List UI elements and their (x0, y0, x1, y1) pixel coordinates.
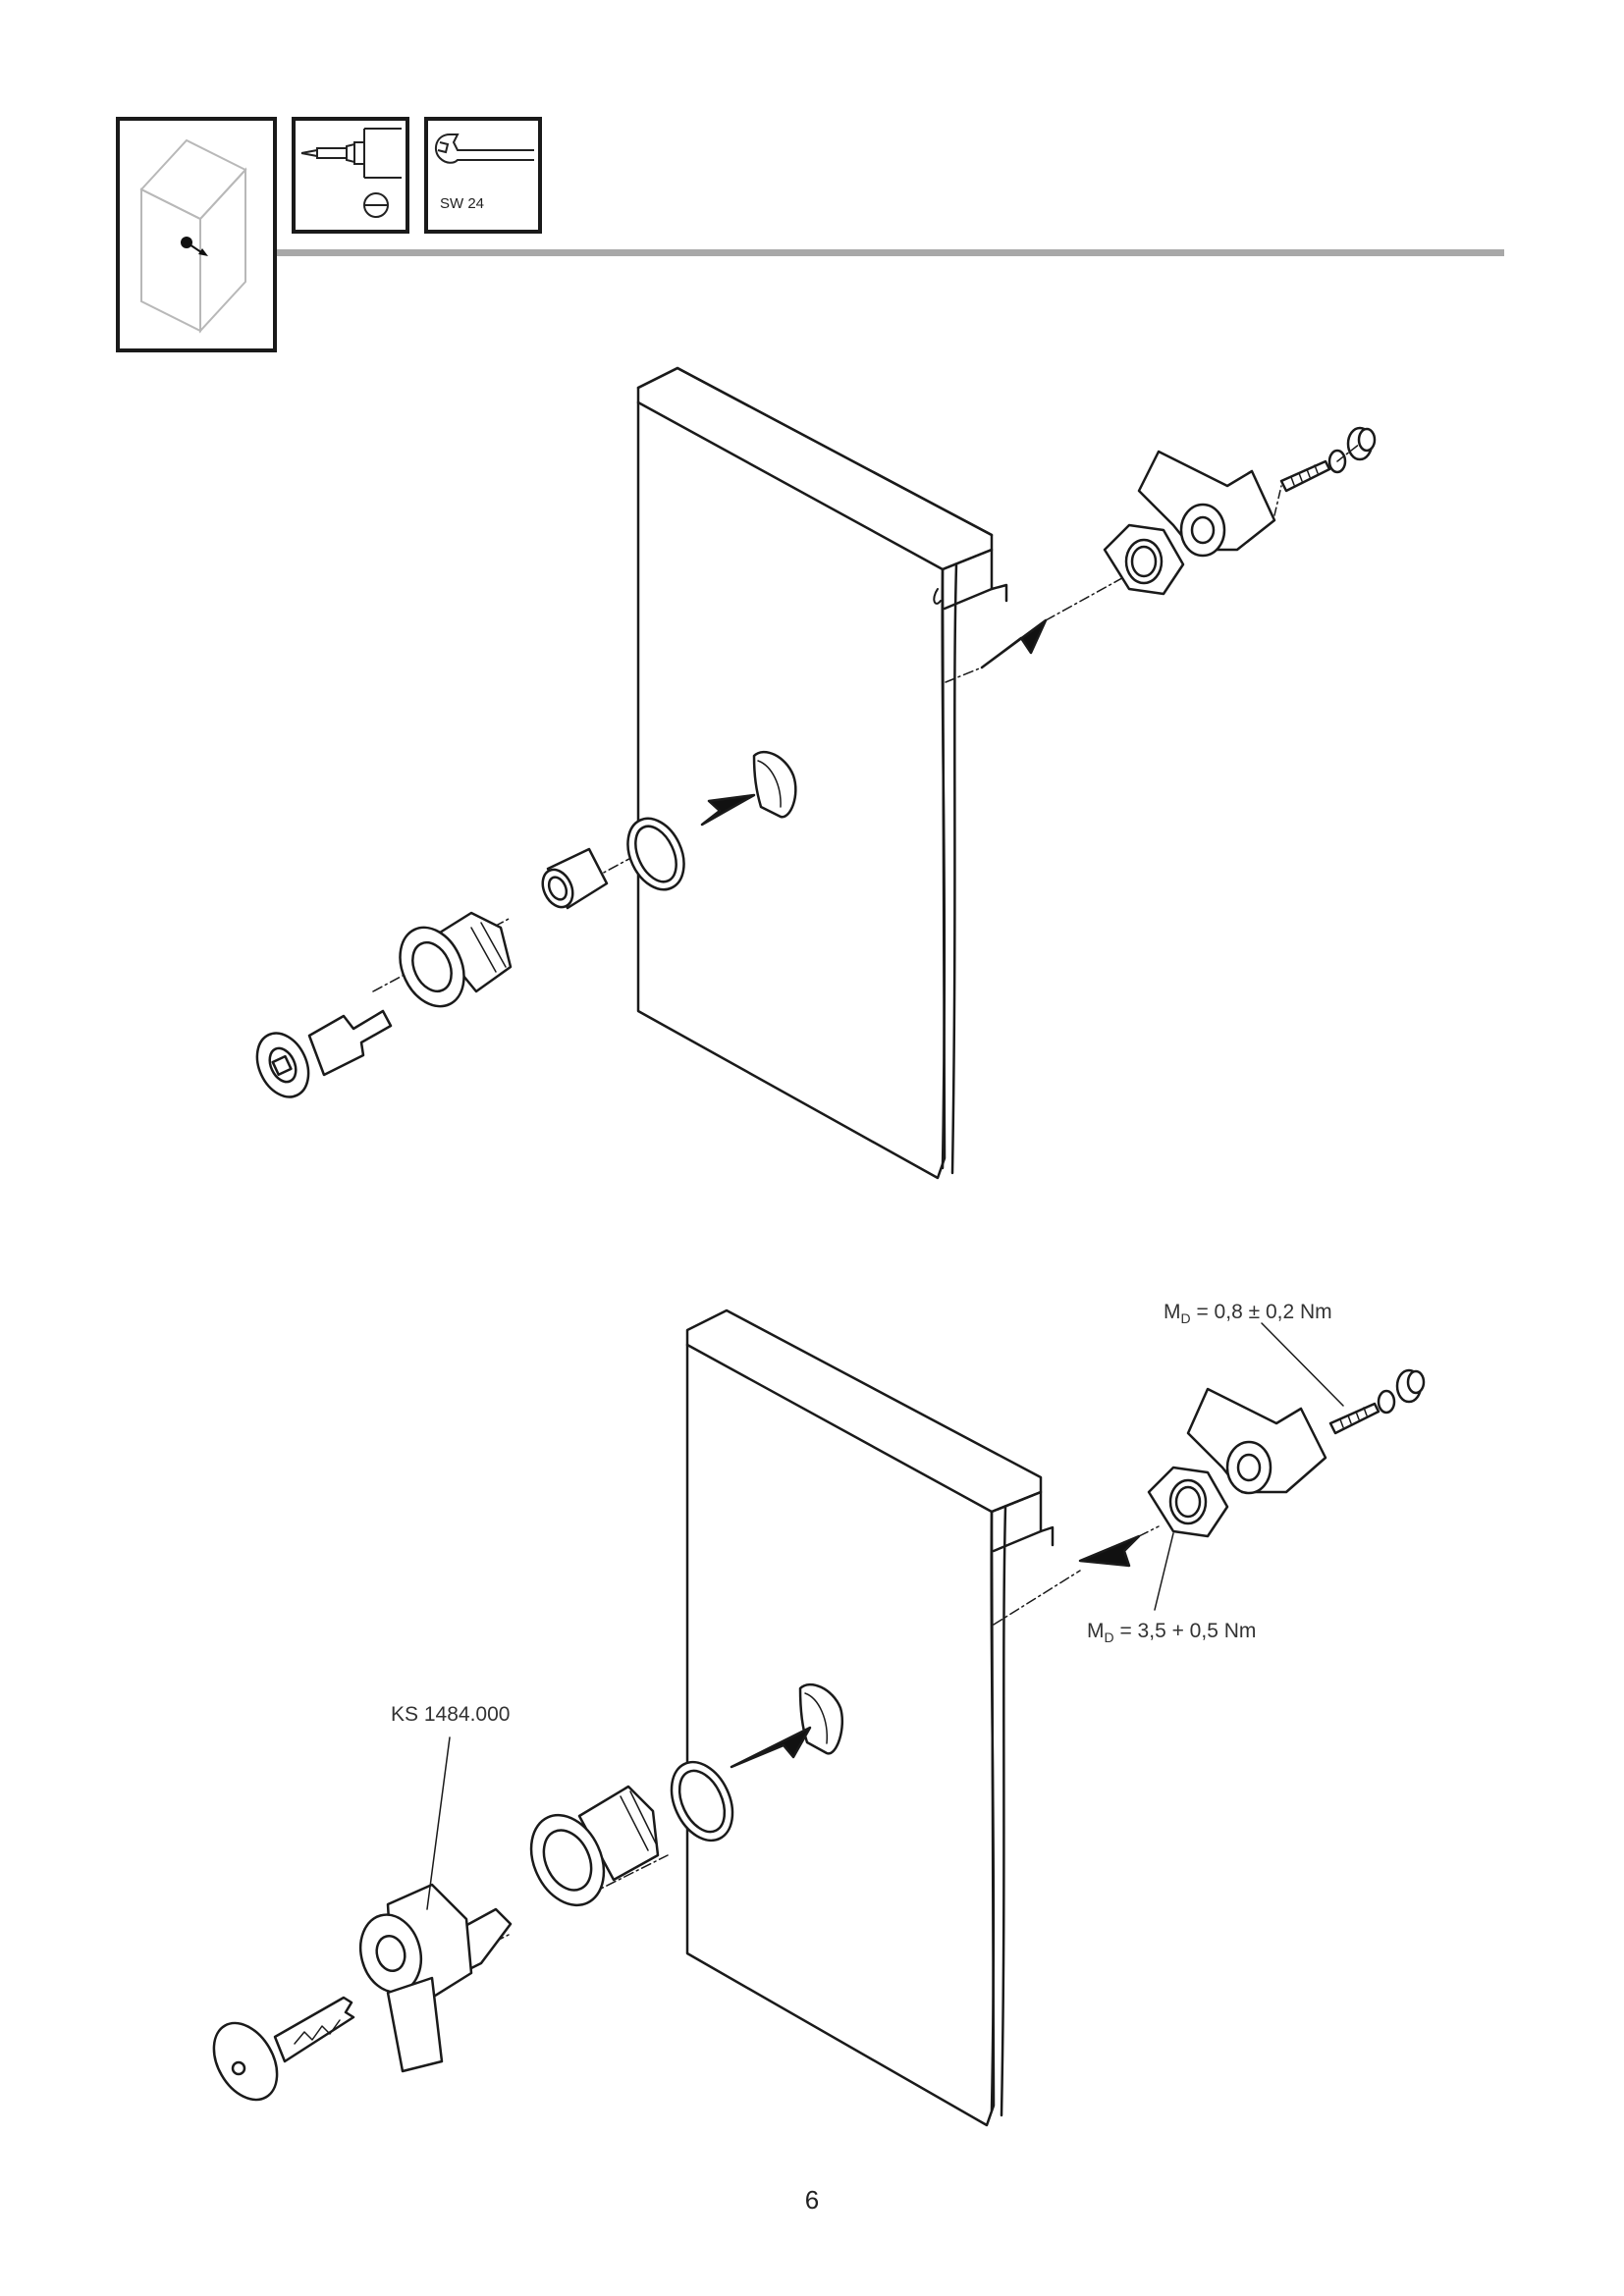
lower-door-cutout (798, 1682, 843, 1755)
lower-o-ring (670, 1760, 734, 1842)
lower-screw (1328, 1389, 1396, 1435)
lower-insert-arrow (730, 1726, 812, 1769)
lower-key (212, 1996, 355, 2102)
upper-insert-sleeve (541, 847, 609, 910)
wrench-tool-icon: SW 24 (424, 117, 542, 234)
upper-cylinder-core (255, 1009, 393, 1098)
leader-torque-nut (1154, 1532, 1174, 1611)
torque-label-nut: MD = 3,5 + 0,5 Nm (1087, 1620, 1257, 1646)
cabinet-icon (139, 138, 247, 334)
lower-end-cap (1395, 1368, 1426, 1404)
lower-cam-arrow (1078, 1534, 1141, 1568)
upper-lock-housing (399, 911, 513, 1008)
slotted-screwdriver-icon (300, 128, 402, 218)
leader-torque-screw (1261, 1322, 1344, 1407)
lower-hex-nut (1147, 1466, 1229, 1538)
upper-hex-nut (1103, 523, 1185, 596)
open-end-wrench-icon (434, 133, 534, 164)
upper-screw (1279, 449, 1347, 493)
upper-o-ring (626, 817, 685, 891)
upper-insert-arrow-right (980, 618, 1048, 669)
upper-door-cutout (752, 750, 797, 819)
page-number: 6 (804, 2185, 820, 2215)
upper-insert-arrow-left (700, 793, 756, 827)
leader-part-number (426, 1736, 451, 1910)
header-divider (277, 249, 1504, 256)
cabinet-orientation-icon (116, 117, 277, 352)
lock-part-number-label: KS 1484.000 (391, 1703, 511, 1726)
upper-cam-lever (1137, 450, 1276, 558)
wrench-size-label: SW 24 (440, 195, 485, 212)
screwdriver-tool-icon (292, 117, 409, 234)
upper-end-cap (1346, 426, 1377, 461)
torque-label-screw: MD = 0,8 ± 0,2 Nm (1164, 1301, 1332, 1327)
lower-lock-housing (529, 1785, 660, 1907)
lower-cam-lever (1186, 1387, 1327, 1495)
lower-door-panel (685, 1308, 1055, 2127)
lower-cylinder-lock (358, 1883, 513, 2073)
upper-door-panel (636, 366, 1008, 1180)
